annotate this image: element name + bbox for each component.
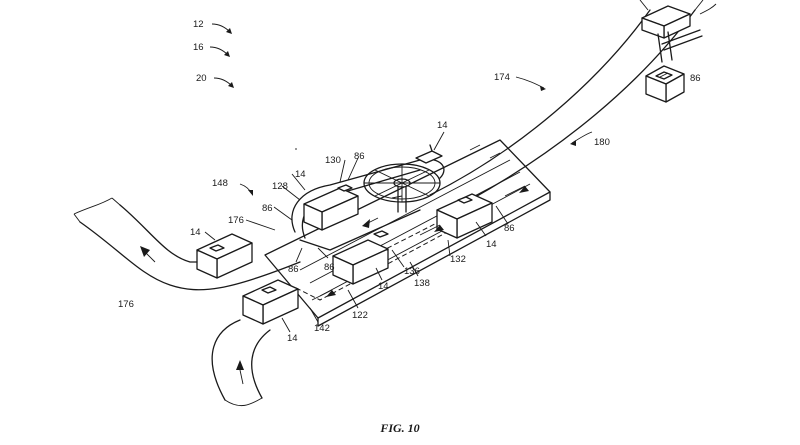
label-122: 122 bbox=[352, 310, 368, 321]
label-14-top: 14 bbox=[437, 120, 448, 131]
figure-caption: FIG. 10 bbox=[379, 421, 419, 435]
tower-structure bbox=[641, 5, 703, 103]
label-14-right: 14 bbox=[486, 239, 497, 250]
label-12: 12 bbox=[193, 19, 204, 30]
vehicle-loop bbox=[303, 184, 359, 231]
label-14-b: 14 bbox=[295, 169, 306, 180]
label-86-d: 86 bbox=[324, 262, 335, 273]
label-176-inner: 176 bbox=[228, 215, 244, 226]
front-lane bbox=[211, 319, 271, 407]
label-148: 148 bbox=[212, 178, 228, 189]
label-130: 130 bbox=[325, 155, 341, 166]
left-lane bbox=[73, 197, 301, 291]
label-138: 138 bbox=[414, 278, 430, 289]
vehicle-top bbox=[415, 144, 443, 164]
vehicle-middle bbox=[332, 230, 389, 285]
wheel bbox=[363, 163, 441, 213]
leader-lines bbox=[204, 23, 669, 333]
label-136: 136 bbox=[404, 266, 420, 277]
label-174: 174 bbox=[494, 72, 510, 83]
label-86-tower: 86 bbox=[690, 73, 701, 84]
label-14-front: 14 bbox=[287, 333, 298, 344]
label-16: 16 bbox=[193, 42, 204, 53]
label-176-outer: 176 bbox=[118, 299, 134, 310]
label-180: 180 bbox=[594, 137, 610, 148]
reference-labels: 12 16 20 174 86 14 180 130 86 14 148 128… bbox=[118, 19, 701, 344]
label-86-b: 86 bbox=[262, 203, 273, 214]
label-86-c: 86 bbox=[288, 264, 299, 275]
label-14-left: 14 bbox=[190, 227, 201, 238]
label-132: 132 bbox=[450, 254, 466, 265]
vehicle-front bbox=[242, 279, 299, 325]
label-128: 128 bbox=[272, 181, 288, 192]
label-20: 20 bbox=[196, 73, 207, 84]
label-86-a: 86 bbox=[354, 151, 365, 162]
label-14-mid: 14 bbox=[378, 281, 389, 292]
direction-arrows bbox=[311, 185, 529, 301]
label-142: 142 bbox=[314, 323, 330, 334]
vehicle-right bbox=[436, 193, 493, 239]
label-86-e: 86 bbox=[504, 223, 515, 234]
vehicle-left bbox=[196, 233, 253, 279]
